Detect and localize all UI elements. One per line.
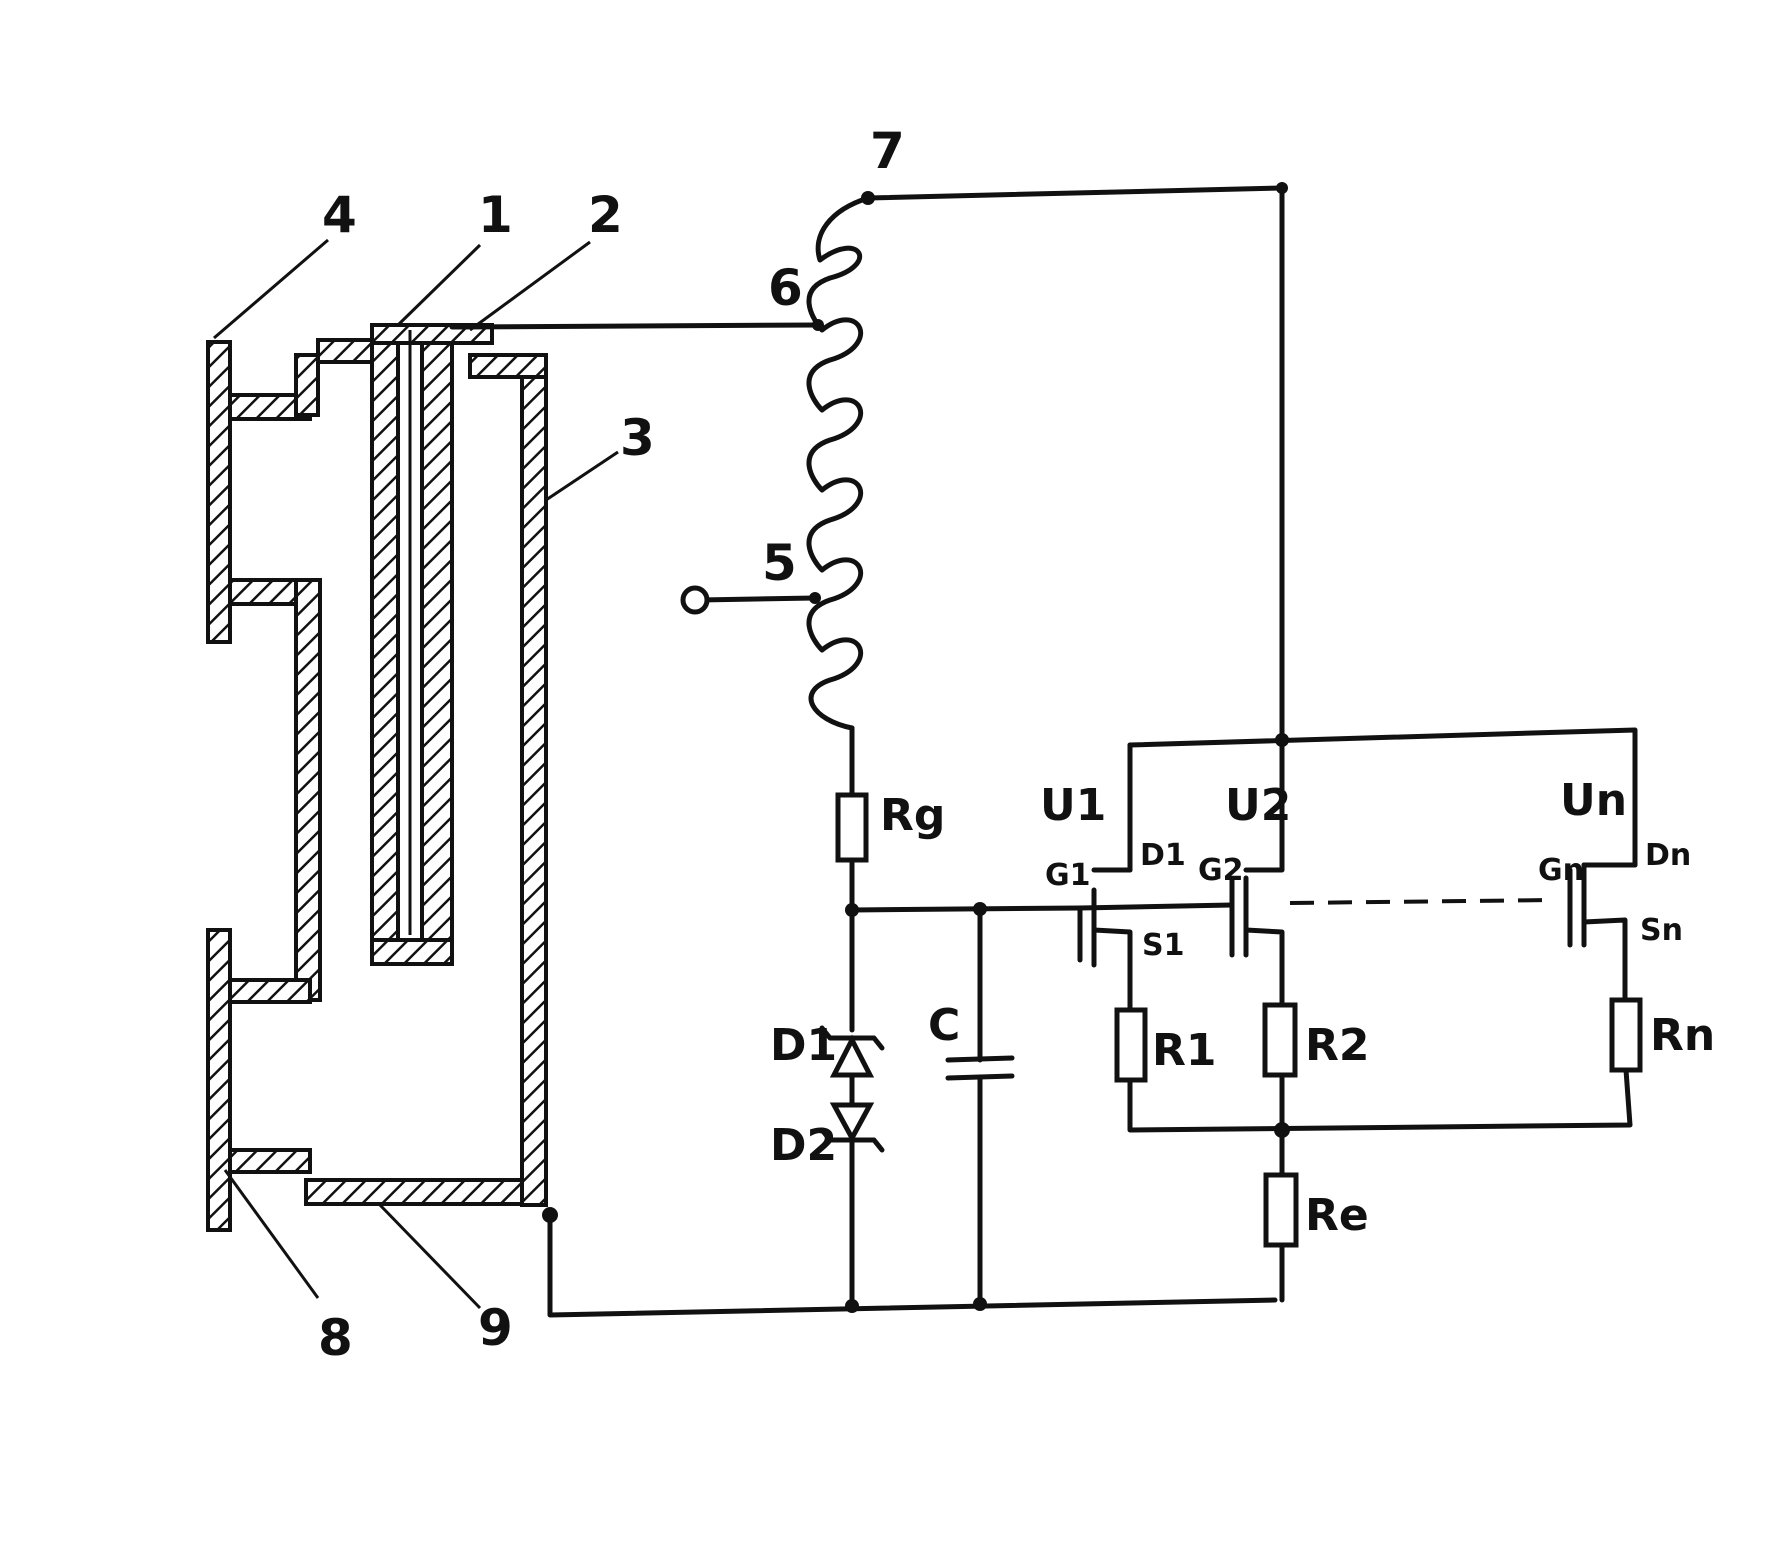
label-4: 4 [322,186,357,244]
label-gn: Gn [1538,853,1584,888]
top-flange-lip [316,338,380,364]
vertical-column [294,578,322,1002]
label-re: Re [1305,1190,1369,1241]
bottom-flange-plate [228,1148,312,1174]
label-un: Un [1560,775,1627,826]
label-r2: R2 [1305,1020,1370,1071]
label-d1: D1 [770,1020,837,1071]
label-d2: D2 [770,1120,837,1171]
zener-diode-d2 [829,1102,875,1144]
zener-diode-d1 [829,1034,875,1078]
label-5: 5 [762,534,797,592]
resistor-r2 [1262,1002,1298,1078]
mosfet-u2 [1077,737,1285,1008]
inner-electrode [370,328,400,962]
label-7: 7 [870,122,905,180]
base-plate [304,1178,548,1206]
top-flange-bolt [206,340,232,644]
lower-flange-plate [228,978,312,1004]
dashed-gate-bus [1289,898,1556,905]
resistor-rn [1609,997,1643,1073]
insulation-sleeve [420,328,454,962]
capacitor-c [945,1055,1015,1081]
label-s1: S1 [1142,928,1184,963]
mosfet-un [1567,862,1638,1003]
label-r1: R1 [1152,1025,1217,1076]
label-1: 1 [478,186,513,244]
label-g1: G1 [1045,858,1091,893]
label-3: 3 [620,409,655,467]
mosfet-u1 [1077,867,1133,1013]
outer-shell [520,353,548,1207]
top-flange-step [294,353,320,417]
sensor-cross-section [206,238,619,1310]
label-u2: U2 [1225,780,1291,831]
label-8: 8 [318,1309,353,1367]
label-u1: U1 [1040,780,1106,831]
label-c: C [928,1000,960,1051]
outer-shell-top [468,353,548,379]
label-9: 9 [478,1299,513,1357]
label-drainn: Dn [1645,838,1691,873]
label-rn: Rn [1650,1010,1715,1061]
resistor-rg [835,792,869,863]
label-6: 6 [768,259,803,317]
sleeve-bottom [370,938,454,966]
label-sn: Sn [1640,913,1683,948]
label-2: 2 [588,186,623,244]
inductor-coil [806,195,871,731]
sleeve-top [370,323,494,345]
bottom-flange-bolt [206,928,232,1232]
label-rg: Rg [880,790,945,841]
resistor-re [1263,1172,1299,1248]
resistor-r1 [1114,1007,1148,1083]
label-g2: G2 [1198,853,1244,888]
terminal-5 [680,585,710,615]
label-drain1: D1 [1140,838,1186,873]
circuit [449,182,1643,1318]
